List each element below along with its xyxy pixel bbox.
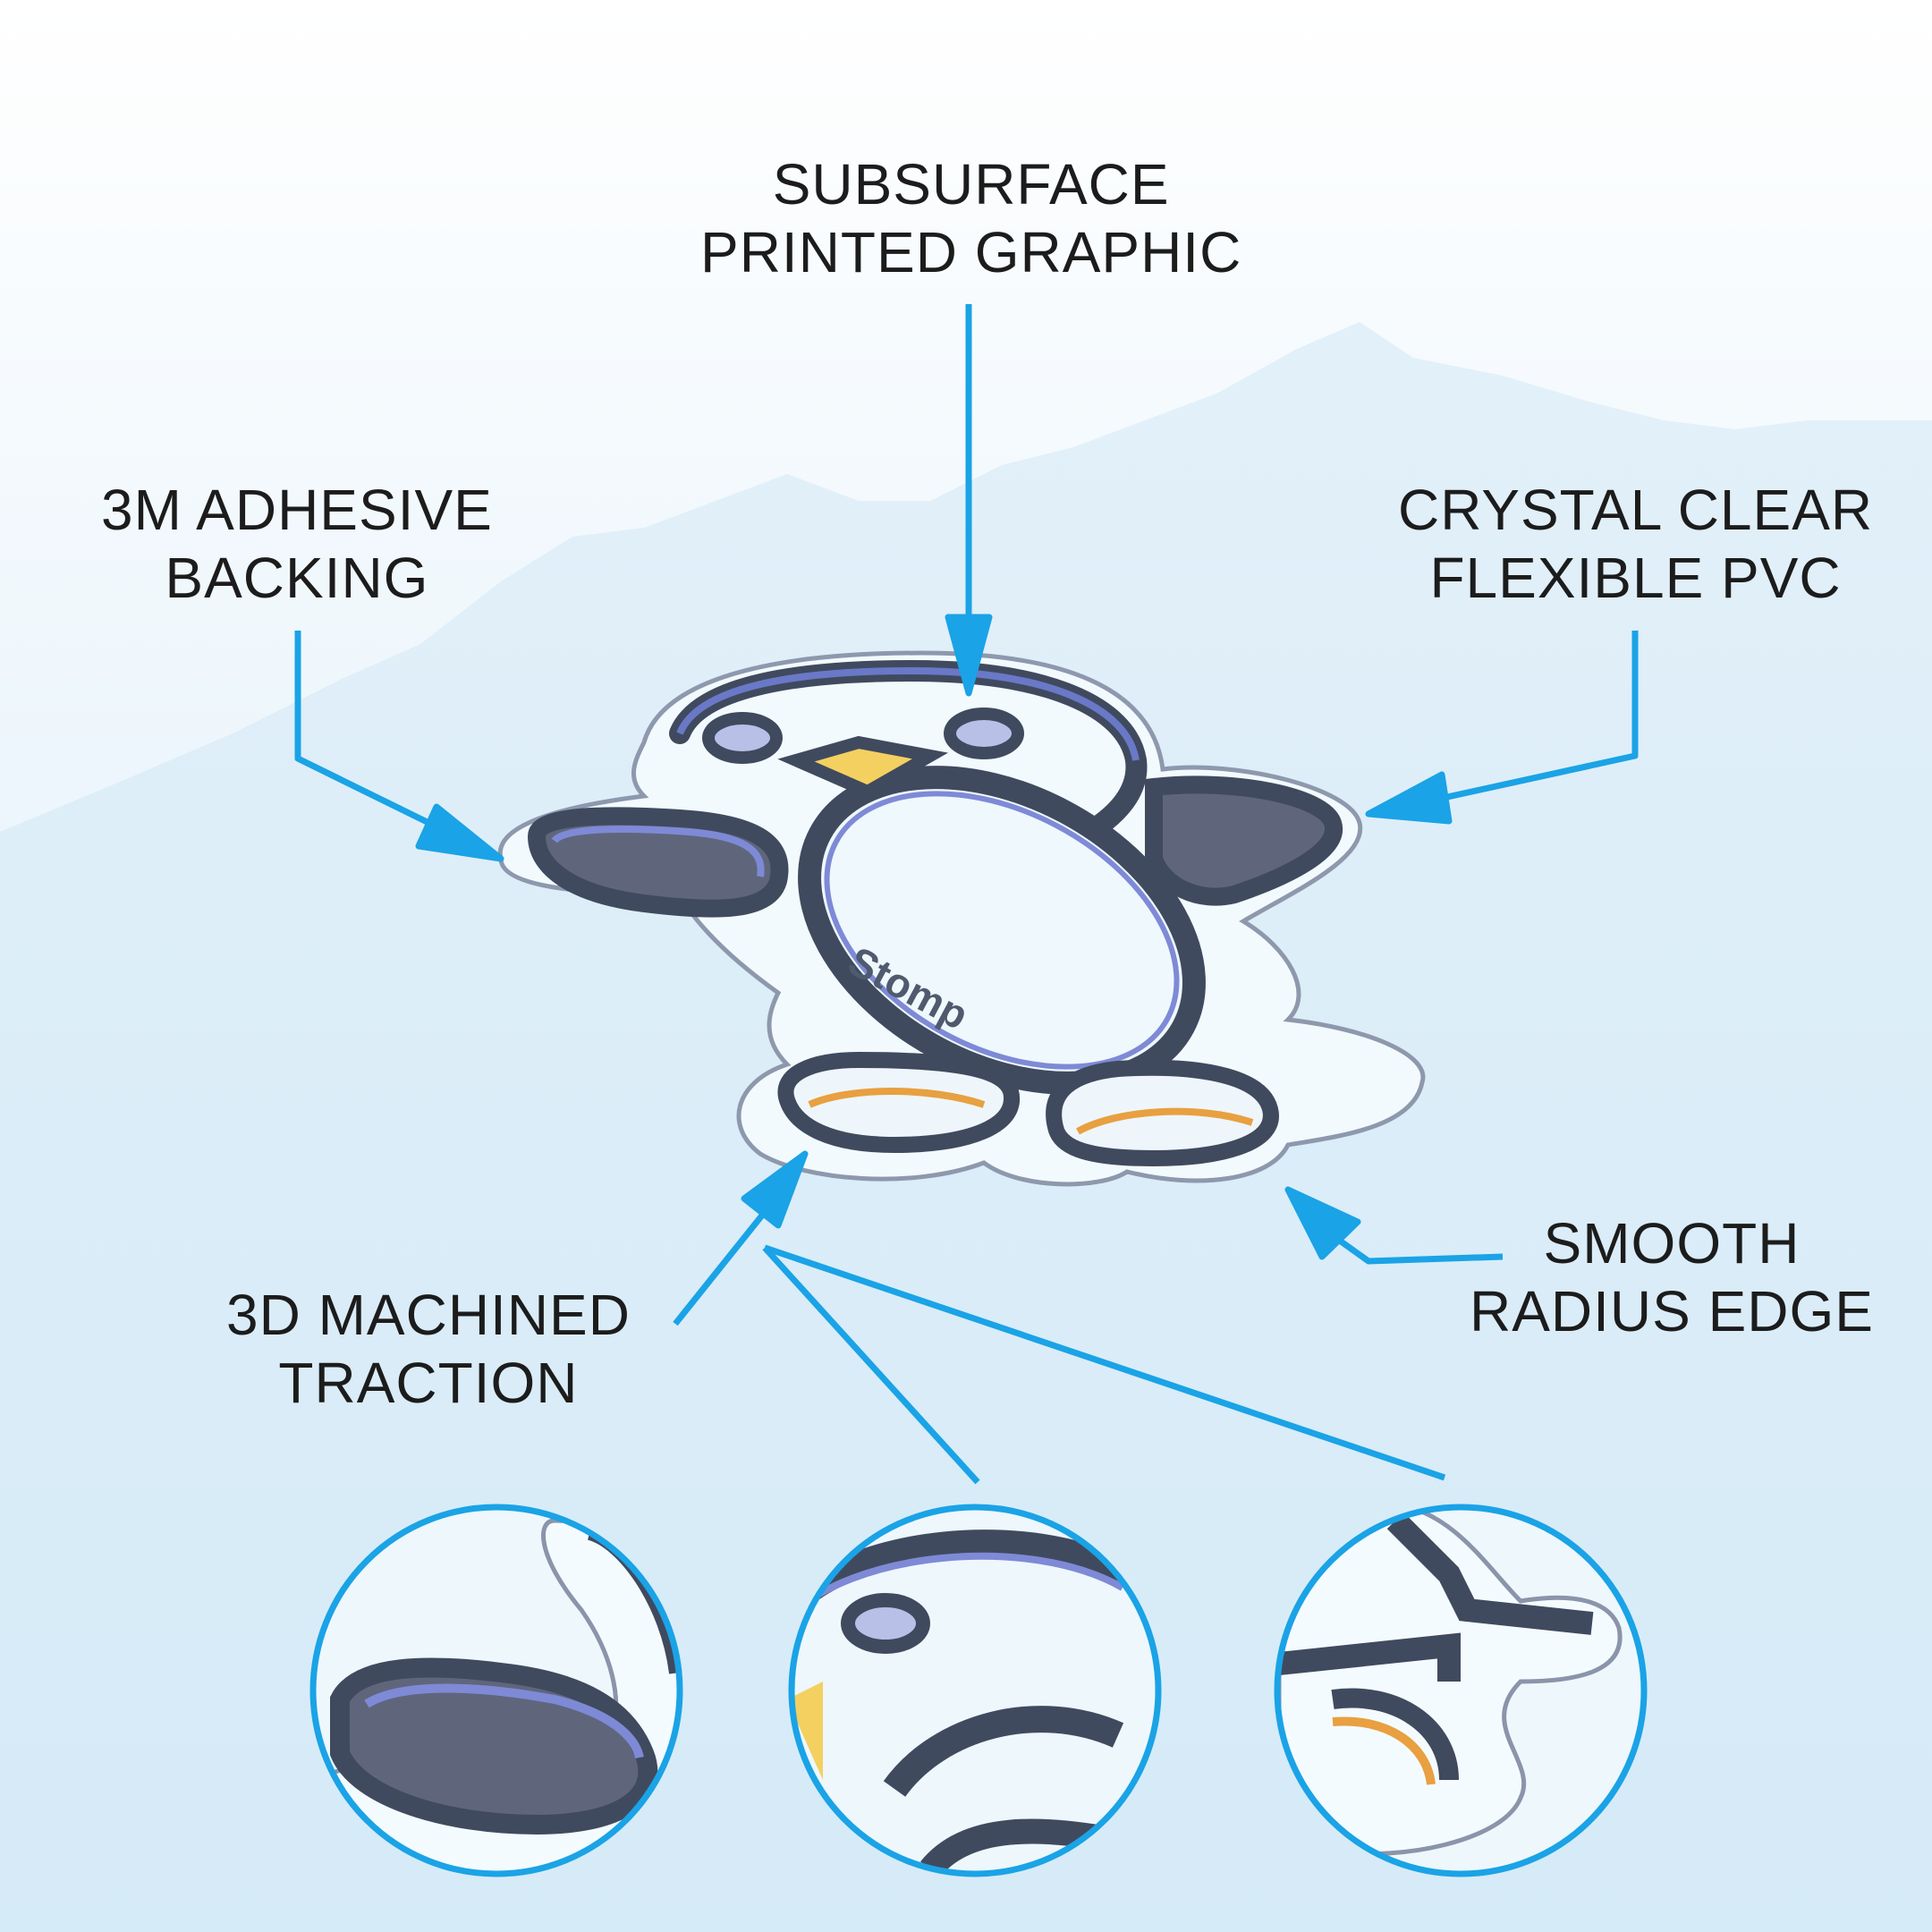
crystal-arrow [1430, 631, 1639, 804]
machined-label-line1: 3D MACHINED [226, 1283, 631, 1347]
machined-label: 3D MACHINED TRACTION [226, 1281, 631, 1417]
adhesive-label: 3M ADHESIVE BACKING [101, 476, 493, 612]
right-eye [944, 708, 1024, 759]
adhesive-arrow [294, 631, 458, 840]
subsurface-label: SUBSURFACE PRINTED GRAPHIC [700, 150, 1241, 286]
crystal-label-line2: FLEXIBLE PVC [1429, 546, 1842, 610]
adhesive-label-line2: BACKING [165, 546, 429, 610]
smooth-label-line1: SMOOTH [1543, 1211, 1801, 1275]
detail-circle-foot [1274, 1504, 1648, 1877]
machined-label-line2: TRACTION [278, 1351, 579, 1415]
detail-circle-face [788, 1504, 1162, 1877]
crystal-label: CRYSTAL CLEAR FLEXIBLE PVC [1398, 476, 1873, 612]
smooth-label: SMOOTH RADIUS EDGE [1470, 1209, 1874, 1345]
callout-arrows [294, 304, 1639, 1485]
left-foot [777, 1051, 1021, 1154]
smooth-label-line2: RADIUS EDGE [1470, 1279, 1874, 1343]
beak [777, 735, 949, 799]
adhesive-label-line1: 3M ADHESIVE [101, 478, 493, 542]
detail-line-center [762, 1245, 980, 1485]
right-wing [1145, 775, 1343, 906]
left-eye [702, 712, 783, 764]
detail-line-right [763, 1244, 1446, 1481]
traction-arrow [673, 1209, 767, 1326]
smooth-arrow [1335, 1236, 1504, 1265]
penguin-traction-pad: Stomp [497, 650, 1426, 1187]
crystal-label-line1: CRYSTAL CLEAR [1398, 478, 1874, 542]
subsurface-label-line2: PRINTED GRAPHIC [700, 220, 1242, 284]
subsurface-label-line1: SUBSURFACE [772, 152, 1170, 216]
